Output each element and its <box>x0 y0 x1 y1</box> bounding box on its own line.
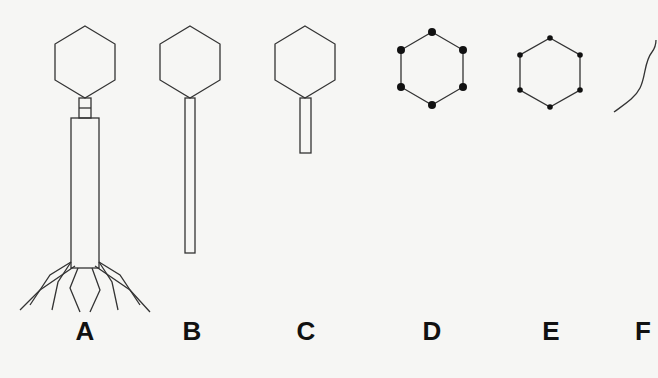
figure-label: E <box>542 318 559 344</box>
figure-label: C <box>297 318 316 344</box>
phage-c <box>275 26 335 153</box>
figure-label: F <box>635 318 651 344</box>
figure-label: D <box>423 318 442 344</box>
phage-a <box>20 26 150 312</box>
phage-b <box>160 26 220 253</box>
phage-f <box>614 40 656 112</box>
phage-e <box>517 35 583 110</box>
phage-d <box>397 28 467 109</box>
figure-label: B <box>183 318 202 344</box>
figure-label: A <box>76 318 95 344</box>
